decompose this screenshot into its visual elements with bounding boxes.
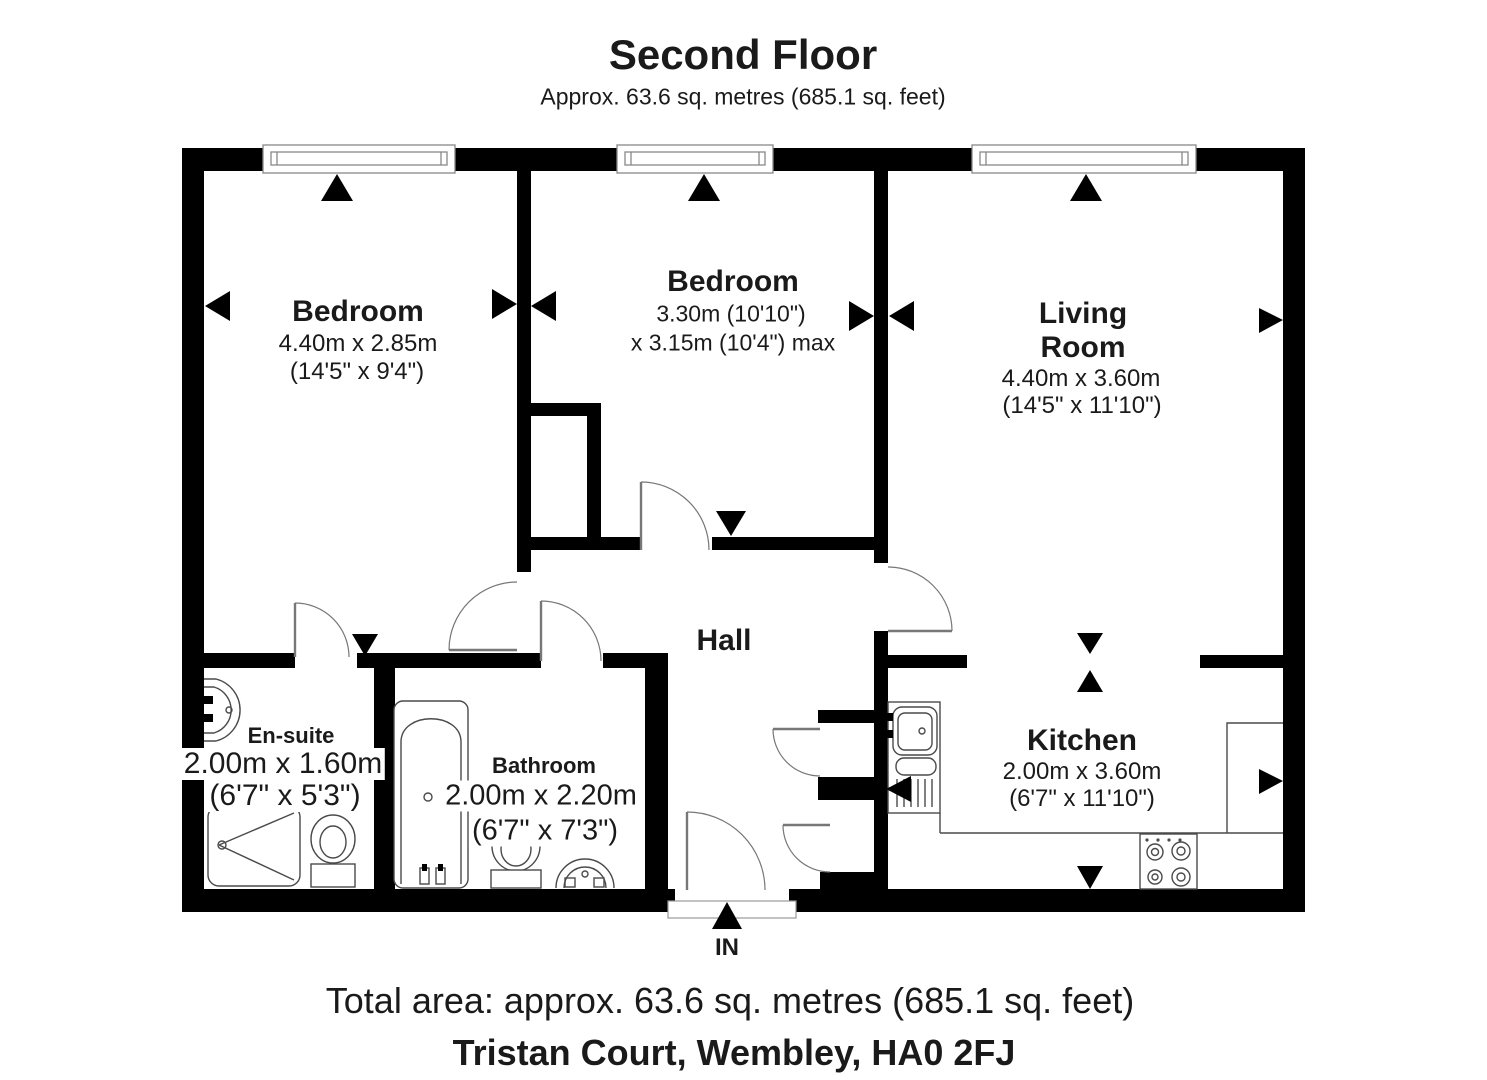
page-title: Second Floor bbox=[608, 31, 878, 78]
room-label-bathroom: Bathroom bbox=[492, 753, 596, 778]
window-living-icon bbox=[971, 144, 1197, 174]
arrow-bed1-right bbox=[492, 289, 517, 319]
arrow-entrance-in bbox=[712, 902, 742, 929]
dimension-arrows bbox=[205, 174, 1283, 929]
dim-living-imperial: (14'5" x 11'10") bbox=[1002, 392, 1162, 419]
wall-cupboard-stub-2 bbox=[818, 777, 874, 800]
bathroom-basin-icon bbox=[555, 858, 615, 889]
arrow-ensuite-down bbox=[352, 634, 378, 656]
wall-right bbox=[1283, 148, 1305, 912]
fixtures bbox=[204, 678, 1283, 890]
dim-kitchen-imperial: (6'7" x 11'10") bbox=[1009, 785, 1155, 812]
door-entrance bbox=[685, 811, 766, 891]
dim-ensuite-imperial: (6'7" x 5'3") bbox=[206, 780, 364, 812]
page-subtitle: Approx. 63.6 sq. metres (685.1 sq. feet) bbox=[540, 83, 946, 110]
dim-ensuite-metric: 2.00m x 1.60m bbox=[180, 748, 386, 780]
wall-living-west-upper bbox=[874, 170, 888, 563]
ensuite-toilet-icon bbox=[310, 814, 356, 888]
dim-bedroom2-line1: 3.30m (10'10") bbox=[656, 300, 806, 327]
room-label-ensuite: En-suite bbox=[247, 723, 335, 748]
wall-step-vertical bbox=[587, 403, 601, 550]
ensuite-basin-icon bbox=[204, 678, 241, 742]
wall-cupboard-stub-1 bbox=[818, 710, 874, 723]
footer-address: Tristan Court, Wembley, HA0 2FJ bbox=[452, 1032, 1016, 1073]
wall-kitchen-divider-left bbox=[874, 655, 967, 668]
windows bbox=[262, 144, 1197, 174]
wall-hall-kitchen bbox=[874, 668, 888, 890]
door-cupboard-1 bbox=[772, 727, 821, 777]
door-living-room bbox=[887, 566, 953, 633]
arrow-living-left bbox=[889, 301, 914, 331]
room-label-living-1: Living bbox=[1038, 297, 1128, 330]
room-label-bedroom2: Bedroom bbox=[667, 265, 799, 298]
arrow-bed2-right bbox=[849, 301, 874, 331]
wall-bed1-south-b bbox=[357, 653, 541, 668]
door-cupboard-2 bbox=[782, 823, 831, 873]
room-label-bedroom1: Bedroom bbox=[292, 295, 424, 328]
arrow-kitchen-left bbox=[886, 776, 911, 802]
arrow-bed2-up bbox=[688, 174, 720, 201]
wall-left bbox=[182, 148, 204, 912]
entrance-label: IN bbox=[715, 934, 739, 961]
dim-bathroom-imperial: (6'7" x 7'3") bbox=[468, 815, 622, 847]
dim-bathroom-metric: 2.00m x 2.20m bbox=[442, 780, 640, 812]
kitchen-hob-icon bbox=[1139, 833, 1198, 890]
dim-kitchen-metric: 2.00m x 3.60m bbox=[1002, 758, 1162, 785]
window-bedroom1-icon bbox=[262, 144, 456, 174]
wall-bed1-south-a bbox=[182, 653, 295, 668]
arrow-kitchen-right bbox=[1259, 769, 1283, 794]
dim-bedroom1-imperial: (14'5" x 9'4") bbox=[289, 358, 425, 385]
wall-bed1-bed2 bbox=[517, 170, 531, 572]
arrow-bed2-down bbox=[716, 511, 746, 536]
door-bathroom bbox=[539, 600, 602, 662]
room-label-hall: Hall bbox=[696, 624, 752, 657]
room-label-living-2: Room bbox=[1040, 331, 1126, 364]
door-bedroom2 bbox=[639, 481, 710, 551]
door-ensuite bbox=[293, 602, 350, 658]
wall-cupboard-stub-3 bbox=[820, 872, 874, 889]
room-label-kitchen: Kitchen bbox=[1026, 724, 1138, 757]
wall-bed2-south-left bbox=[517, 537, 641, 550]
door-bedroom1 bbox=[448, 581, 518, 652]
wall-bed2-south-right bbox=[712, 537, 874, 550]
arrow-living-up bbox=[1070, 174, 1102, 201]
kitchen-counter-lines bbox=[939, 722, 1283, 834]
dim-bedroom2-line2: x 3.15m (10'4") max bbox=[630, 329, 836, 356]
wall-step-top bbox=[517, 403, 601, 416]
dim-living-metric: 4.40m x 3.60m bbox=[1001, 365, 1161, 392]
arrow-living-right bbox=[1259, 308, 1283, 333]
wall-kitchen-divider-right bbox=[1200, 655, 1283, 668]
ensuite-shower-icon bbox=[207, 805, 301, 887]
dim-bedroom1-metric: 4.40m x 2.85m bbox=[278, 330, 438, 357]
doors bbox=[293, 481, 953, 891]
arrow-living-down bbox=[1077, 633, 1103, 654]
footer-total-area: Total area: approx. 63.6 sq. metres (685… bbox=[325, 980, 1135, 1021]
arrow-bed2-left bbox=[531, 291, 556, 321]
arrow-bed1-left bbox=[205, 291, 230, 321]
arrow-kitchen-up bbox=[1077, 670, 1103, 692]
wall-bath-east bbox=[645, 655, 668, 889]
bath-tub-icon bbox=[393, 700, 469, 889]
arrow-kitchen-down bbox=[1077, 866, 1103, 889]
arrow-bed1-up bbox=[321, 174, 353, 201]
window-bedroom2-icon bbox=[616, 144, 774, 174]
